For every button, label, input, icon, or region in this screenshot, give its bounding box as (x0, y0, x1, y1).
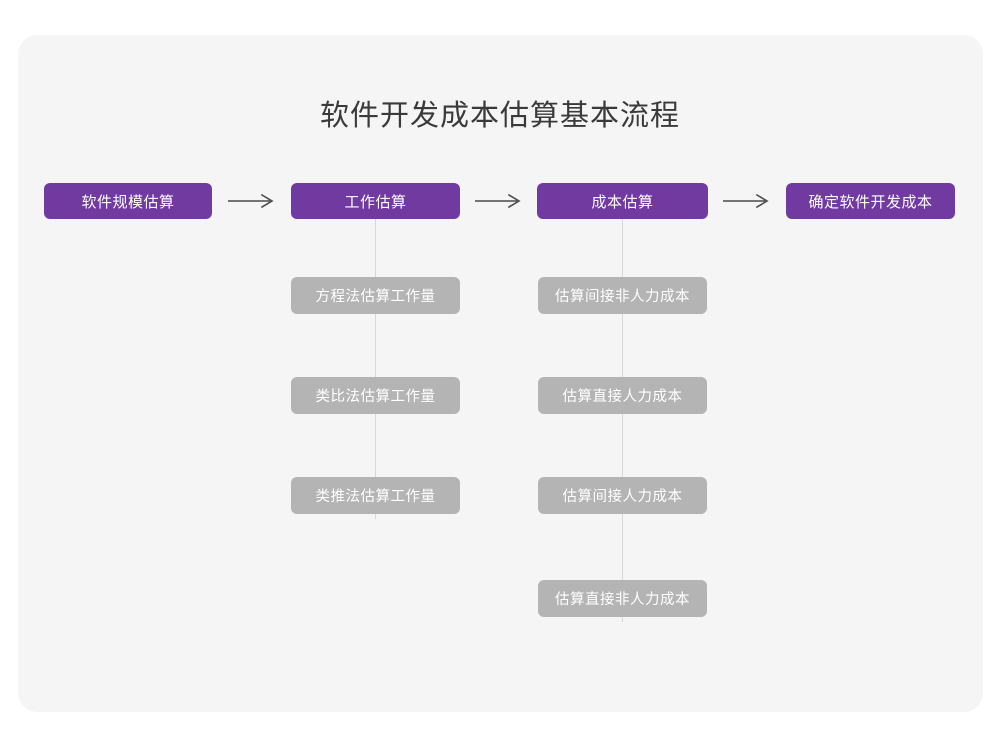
connector-line-cost (622, 219, 623, 622)
arrow-right-icon-1 (226, 191, 278, 211)
connector-line-work (375, 219, 376, 519)
branch-work-item-2[interactable]: 类比法估算工作量 (291, 377, 460, 414)
flow-step-2[interactable]: 工作估算 (291, 183, 460, 219)
branch-cost-item-2[interactable]: 估算直接人力成本 (538, 377, 707, 414)
branch-work-item-3[interactable]: 类推法估算工作量 (291, 477, 460, 514)
branch-work-item-1[interactable]: 方程法估算工作量 (291, 277, 460, 314)
branch-cost-item-3[interactable]: 估算间接人力成本 (538, 477, 707, 514)
branch-cost-item-4[interactable]: 估算直接非人力成本 (538, 580, 707, 617)
flow-step-3[interactable]: 成本估算 (537, 183, 708, 219)
page-title: 软件开发成本估算基本流程 (319, 100, 680, 132)
flow-step-4[interactable]: 确定软件开发成本 (786, 183, 955, 219)
flow-step-1[interactable]: 软件规模估算 (44, 183, 212, 219)
arrow-right-icon-2 (473, 191, 525, 211)
diagram-card (18, 35, 983, 712)
branch-cost-item-1[interactable]: 估算间接非人力成本 (538, 277, 707, 314)
arrow-right-icon-3 (721, 191, 773, 211)
